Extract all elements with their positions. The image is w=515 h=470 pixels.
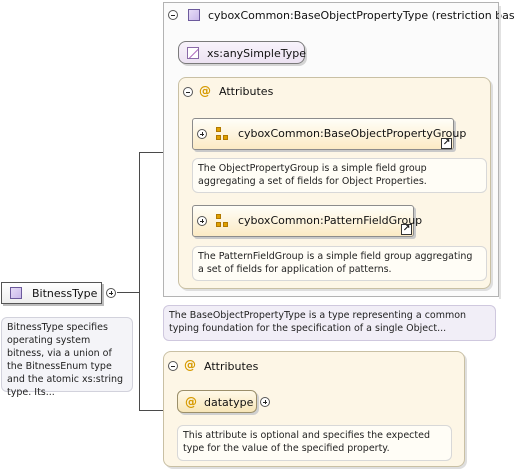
simple-type-node[interactable]: xs:anySimpleType: [178, 41, 306, 64]
pattern-field-group[interactable]: cyboxCommon:PatternFieldGroup ↗: [192, 205, 422, 237]
expand-datatype-button[interactable]: [260, 397, 270, 407]
type-icon: [188, 9, 200, 21]
root-element-label: BitnessType: [32, 287, 98, 300]
collapse-root-button[interactable]: [106, 288, 116, 298]
restriction-base-box: cyboxCommon:BaseObjectPropertyType (rest…: [163, 2, 515, 299]
restriction-title: cyboxCommon:BaseObjectPropertyType (rest…: [208, 9, 515, 22]
group-description-text: The ObjectPropertyGroup is a simple fiel…: [198, 163, 427, 187]
restriction-description-text: The BaseObjectPropertyType is a type rep…: [169, 310, 467, 334]
group-description: The ObjectPropertyGroup is a simple fiel…: [192, 158, 487, 193]
restriction-attributes-box: @ Attributes cyboxCommon:BaseObjectPrope…: [178, 77, 491, 289]
attributes-label: Attributes: [204, 360, 259, 373]
connector-root-stub: [117, 292, 139, 293]
group-label: cyboxCommon:PatternFieldGroup: [238, 214, 423, 227]
group-description: The PatternFieldGroup is a simple field …: [192, 246, 487, 281]
collapse-restriction-button[interactable]: [168, 10, 178, 20]
attributes-label: Attributes: [219, 85, 274, 98]
datatype-attribute[interactable]: @ datatype: [177, 390, 257, 413]
collapse-attributes-button[interactable]: [168, 361, 178, 371]
root-description: BitnessType specifies operating system b…: [1, 317, 133, 398]
root-element[interactable]: BitnessType: [1, 282, 102, 304]
connector-vertical: [139, 152, 140, 410]
expand-group-button[interactable]: [197, 216, 207, 226]
restriction-description: The BaseObjectPropertyType is a type rep…: [163, 305, 496, 341]
datatype-label: datatype: [204, 396, 254, 409]
link-icon[interactable]: ↗: [441, 138, 452, 149]
group-description-text: The PatternFieldGroup is a simple field …: [198, 251, 473, 275]
attribute-icon: @: [199, 84, 211, 98]
type-icon: [10, 287, 22, 299]
expand-group-button[interactable]: [197, 129, 207, 139]
collapse-attributes-button[interactable]: [183, 87, 193, 97]
connector-bottom: [139, 410, 163, 411]
simple-type-icon: [187, 47, 199, 59]
group-icon: [216, 214, 230, 228]
base-object-property-group[interactable]: cyboxCommon:BaseObjectPropertyGroup ↗: [192, 118, 466, 150]
root-description-text: BitnessType specifies operating system b…: [7, 322, 124, 398]
connector-top: [139, 152, 163, 153]
datatype-description: This attribute is optional and specifies…: [177, 425, 452, 461]
group-label: cyboxCommon:BaseObjectPropertyGroup: [238, 127, 467, 140]
group-icon: [216, 127, 230, 141]
attributes-box: @ Attributes @ datatype This attribute i…: [163, 351, 465, 467]
datatype-description-text: This attribute is optional and specifies…: [183, 430, 431, 454]
link-icon[interactable]: ↗: [401, 224, 412, 235]
attribute-icon: @: [184, 358, 196, 372]
attribute-icon: @: [185, 395, 197, 409]
simple-type-label: xs:anySimpleType: [207, 47, 306, 60]
